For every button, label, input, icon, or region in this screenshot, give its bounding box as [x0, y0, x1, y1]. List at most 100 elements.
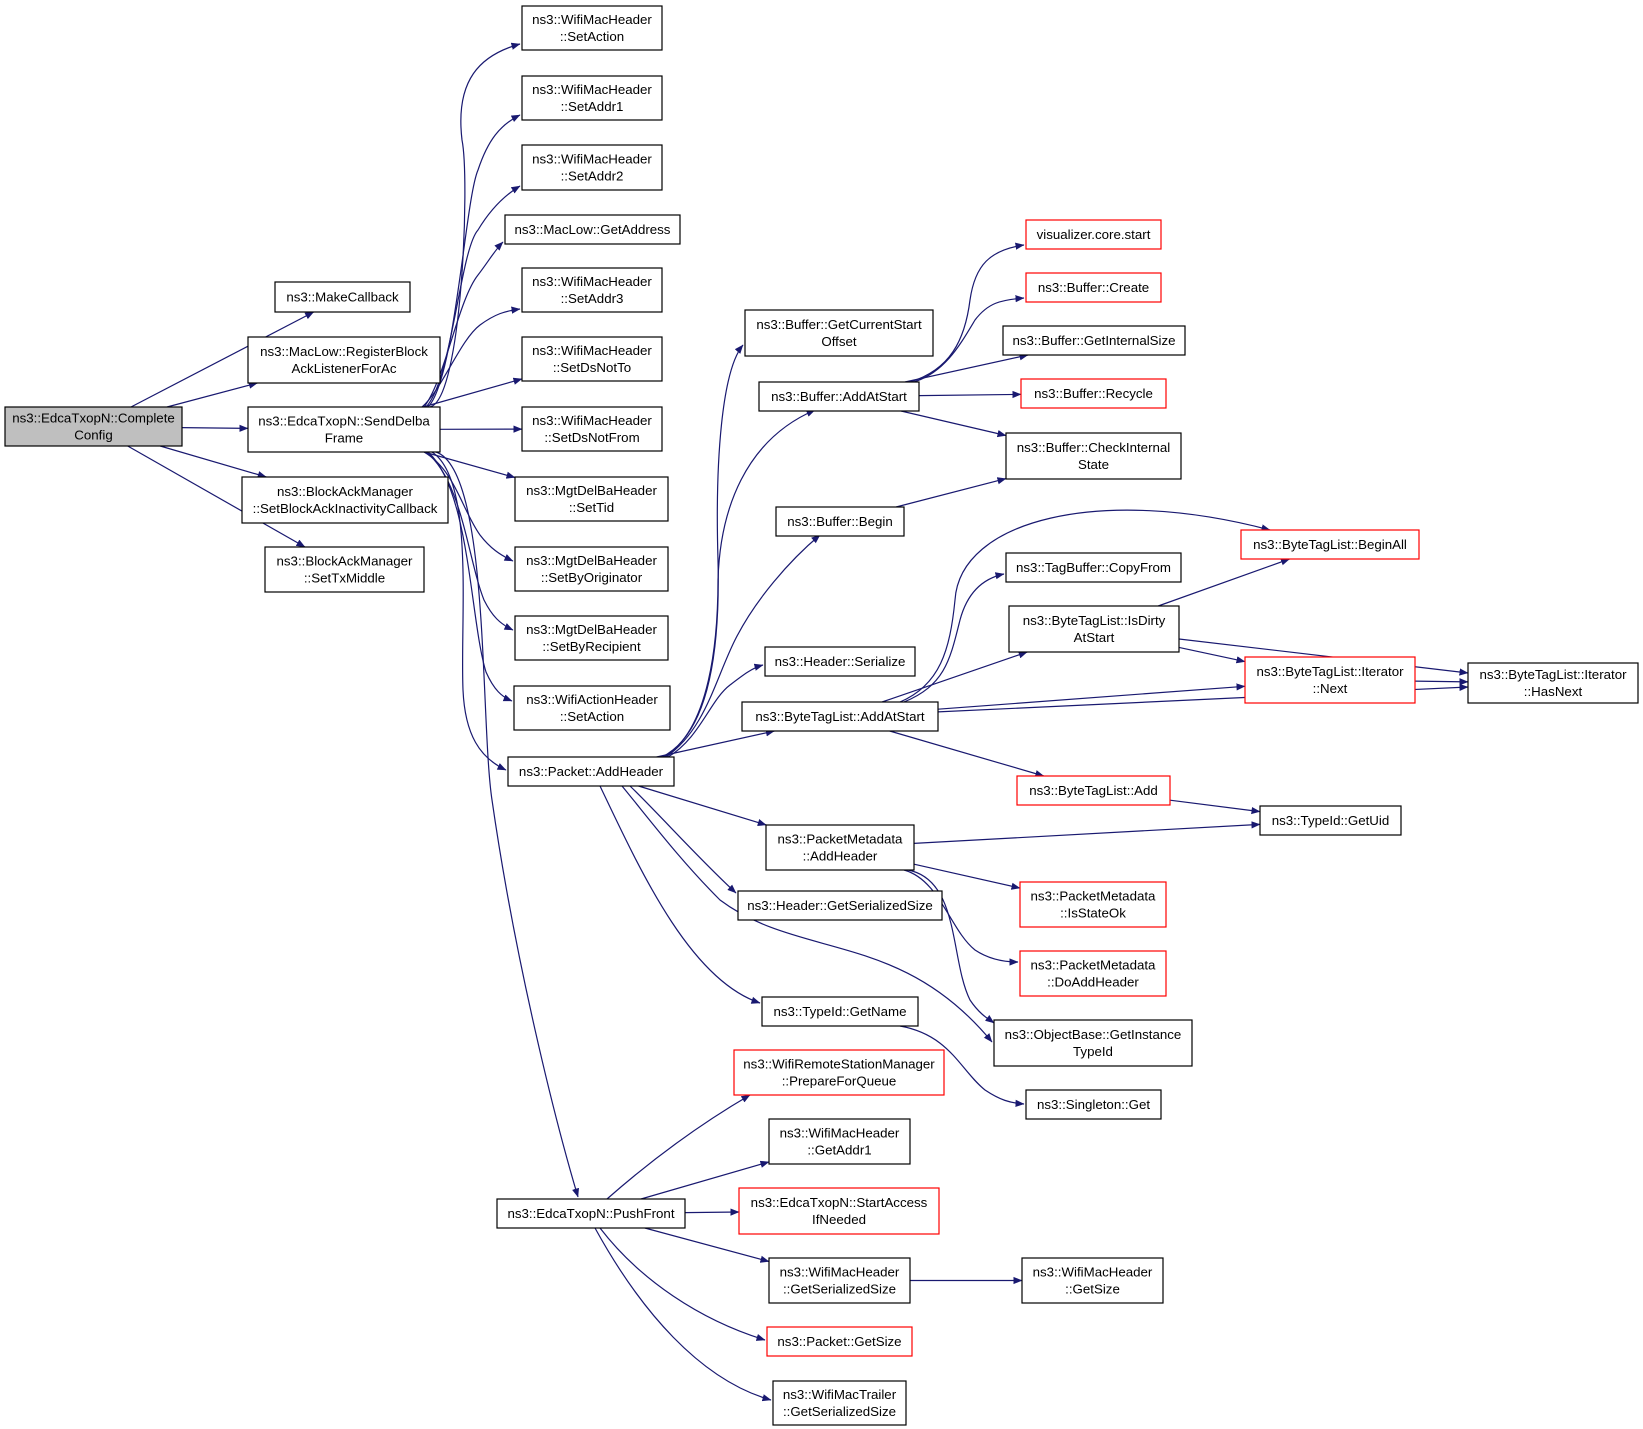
- node-setTxMiddle[interactable]: ns3::BlockAckManager::SetTxMiddle: [264, 546, 425, 593]
- edge-btlIsDirty-to-btlBeginAll: [1157, 558, 1290, 607]
- node-wmhGetSize[interactable]: ns3::WifiMacHeader::GetSize: [1021, 1257, 1164, 1304]
- node-label-line: ns3::Buffer::Create: [1038, 280, 1149, 295]
- node-pktGetSize[interactable]: ns3::Packet::GetSize: [766, 1326, 913, 1357]
- edge-sendDelba-to-setByOrig: [423, 451, 514, 562]
- node-box: [521, 75, 663, 121]
- node-label-line: ns3::PacketMetadata: [1031, 958, 1157, 973]
- node-box: [993, 1019, 1193, 1067]
- node-box: [274, 281, 411, 313]
- edge-btlIsDirty-to-btlIterHasNext: [1178, 638, 1469, 676]
- node-setAddr1[interactable]: ns3::WifiMacHeader::SetAddr1: [521, 75, 663, 121]
- edge-line: [1169, 799, 1261, 815]
- node-label-line: ns3::MgtDelBaHeader: [526, 622, 657, 637]
- node-pmIsStateOk[interactable]: ns3::PacketMetadata::IsStateOk: [1019, 881, 1167, 928]
- node-btlIterHasNext[interactable]: ns3::ByteTagList::Iterator::HasNext: [1467, 662, 1639, 704]
- node-singletonGet[interactable]: ns3::Singleton::Get: [1025, 1089, 1162, 1120]
- node-box: [1025, 272, 1162, 303]
- node-box: [504, 214, 681, 245]
- node-getAddress[interactable]: ns3::MacLow::GetAddress: [504, 214, 681, 245]
- node-label-line: ns3::EdcaTxopN::PushFront: [507, 1206, 674, 1221]
- node-label-line: visualizer.core.start: [1037, 227, 1151, 242]
- edge-line: [937, 683, 1246, 710]
- node-pushFront[interactable]: ns3::EdcaTxopN::PushFront: [496, 1198, 686, 1229]
- node-bufBegin[interactable]: ns3::Buffer::Begin: [775, 506, 905, 537]
- node-typeGetUid[interactable]: ns3::TypeId::GetUid: [1259, 805, 1402, 836]
- node-setByRecip[interactable]: ns3::MgtDelBaHeader::SetByRecipient: [514, 615, 669, 661]
- node-vizStart[interactable]: visualizer.core.start: [1025, 219, 1162, 250]
- node-tagCopyFrom[interactable]: ns3::TagBuffer::CopyFrom: [1005, 552, 1182, 583]
- node-setBAInact[interactable]: ns3::BlockAckManager::SetBlockAckInactiv…: [241, 476, 449, 524]
- node-label-line: ::SetAddr1: [561, 99, 624, 114]
- node-label-line: ns3::ByteTagList::Iterator: [1479, 667, 1627, 682]
- node-pmDoAddHeader[interactable]: ns3::PacketMetadata::DoAddHeader: [1019, 950, 1167, 997]
- node-bufAddAtStart[interactable]: ns3::Buffer::AddAtStart: [758, 381, 920, 412]
- edge-line: [899, 1025, 1025, 1107]
- node-prepForQueue[interactable]: ns3::WifiRemoteStationManager::PrepareFo…: [733, 1049, 945, 1096]
- edge-pmAddHeader-to-typeGetUid: [913, 821, 1261, 844]
- node-setDsNotFrom[interactable]: ns3::WifiMacHeader::SetDsNotFrom: [521, 406, 663, 452]
- node-setAction[interactable]: ns3::WifiMacHeader::SetAction: [521, 5, 663, 51]
- node-label-line: Config: [74, 428, 112, 443]
- node-bufRecycle[interactable]: ns3::Buffer::Recycle: [1020, 378, 1167, 409]
- node-actionSetAction[interactable]: ns3::WifiActionHeader::SetAction: [513, 685, 671, 731]
- node-addHeader[interactable]: ns3::Packet::AddHeader: [507, 756, 675, 787]
- node-box: [768, 1118, 911, 1165]
- node-btlAddAtStart[interactable]: ns3::ByteTagList::AddAtStart: [741, 701, 939, 732]
- node-bufCreate[interactable]: ns3::Buffer::Create: [1025, 272, 1162, 303]
- node-setAddr2[interactable]: ns3::WifiMacHeader::SetAddr2: [521, 144, 663, 191]
- node-label-line: ::SetTid: [569, 500, 614, 515]
- node-label-line: ::DoAddHeader: [1047, 975, 1139, 990]
- node-wmhGetSerSize[interactable]: ns3::WifiMacHeader::GetSerializedSize: [768, 1257, 911, 1304]
- edge-sendDelba-to-pushFront: [435, 451, 580, 1198]
- node-box: [1008, 605, 1180, 653]
- node-box: [241, 476, 449, 524]
- node-label-line: ns3::WifiMacHeader: [532, 413, 652, 428]
- node-trailerGetSerSize[interactable]: ns3::WifiMacTrailer::GetSerializedSize: [772, 1380, 907, 1426]
- edge-line: [1178, 638, 1469, 676]
- node-pmAddHeader[interactable]: ns3::PacketMetadata::AddHeader: [765, 824, 915, 871]
- node-btlBeginAll[interactable]: ns3::ByteTagList::BeginAll: [1240, 529, 1420, 560]
- node-box: [514, 476, 669, 522]
- node-label-line: ns3::WifiMacHeader: [780, 1265, 900, 1280]
- node-label-line: ns3::Singleton::Get: [1037, 1097, 1150, 1112]
- node-makeCallback[interactable]: ns3::MakeCallback: [274, 281, 411, 313]
- node-box: [741, 701, 939, 732]
- edge-line: [661, 344, 744, 758]
- node-label-line: ::Next: [1313, 681, 1348, 696]
- node-hdrGetSerSize[interactable]: ns3::Header::GetSerializedSize: [737, 890, 943, 921]
- node-label-line: ns3::MacLow::GetAddress: [515, 222, 671, 237]
- edge-pmAddHeader-to-objGetInst: [907, 869, 995, 1024]
- edge-sendDelba-to-addHeader: [431, 451, 507, 771]
- node-label-line: ns3::Buffer::GetCurrentStart: [756, 317, 922, 332]
- node-setTid[interactable]: ns3::MgtDelBaHeader::SetTid: [514, 476, 669, 522]
- edge-sendDelba-to-setAction: [429, 42, 521, 408]
- node-btlIterNext[interactable]: ns3::ByteTagList::Iterator::Next: [1244, 656, 1416, 704]
- node-box: [766, 1326, 913, 1357]
- node-box: [1025, 219, 1162, 250]
- edge-line: [889, 730, 1045, 778]
- node-box: [521, 5, 663, 51]
- node-hdrSerialize[interactable]: ns3::Header::Serialize: [764, 646, 916, 677]
- node-label-line: ::SetBlockAckInactivityCallback: [253, 501, 438, 516]
- node-typeGetName[interactable]: ns3::TypeId::GetName: [761, 996, 919, 1027]
- node-bufGetIntSize[interactable]: ns3::Buffer::GetInternalSize: [1002, 325, 1186, 356]
- node-btlAdd[interactable]: ns3::ByteTagList::Add: [1016, 775, 1171, 806]
- node-getAddr1[interactable]: ns3::WifiMacHeader::GetAddr1: [768, 1118, 911, 1165]
- node-label-line: ns3::TypeId::GetName: [773, 1004, 906, 1019]
- edge-sendDelba-to-setAddr2: [425, 185, 521, 408]
- edge-btlIterNext-to-btlIterHasNext: [1414, 678, 1469, 686]
- node-setDsNotTo[interactable]: ns3::WifiMacHeader::SetDsNotTo: [521, 336, 663, 382]
- node-box: [507, 756, 675, 787]
- edge-addHeader-to-pmAddHeader: [638, 785, 767, 826]
- node-setByOrig[interactable]: ns3::MgtDelBaHeader::SetByOriginator: [514, 546, 669, 592]
- node-registerBlock[interactable]: ns3::MacLow::RegisterBlockAckListenerFor…: [247, 336, 441, 384]
- edge-line: [895, 477, 1007, 508]
- node-setAddr3[interactable]: ns3::WifiMacHeader::SetAddr3: [521, 267, 663, 313]
